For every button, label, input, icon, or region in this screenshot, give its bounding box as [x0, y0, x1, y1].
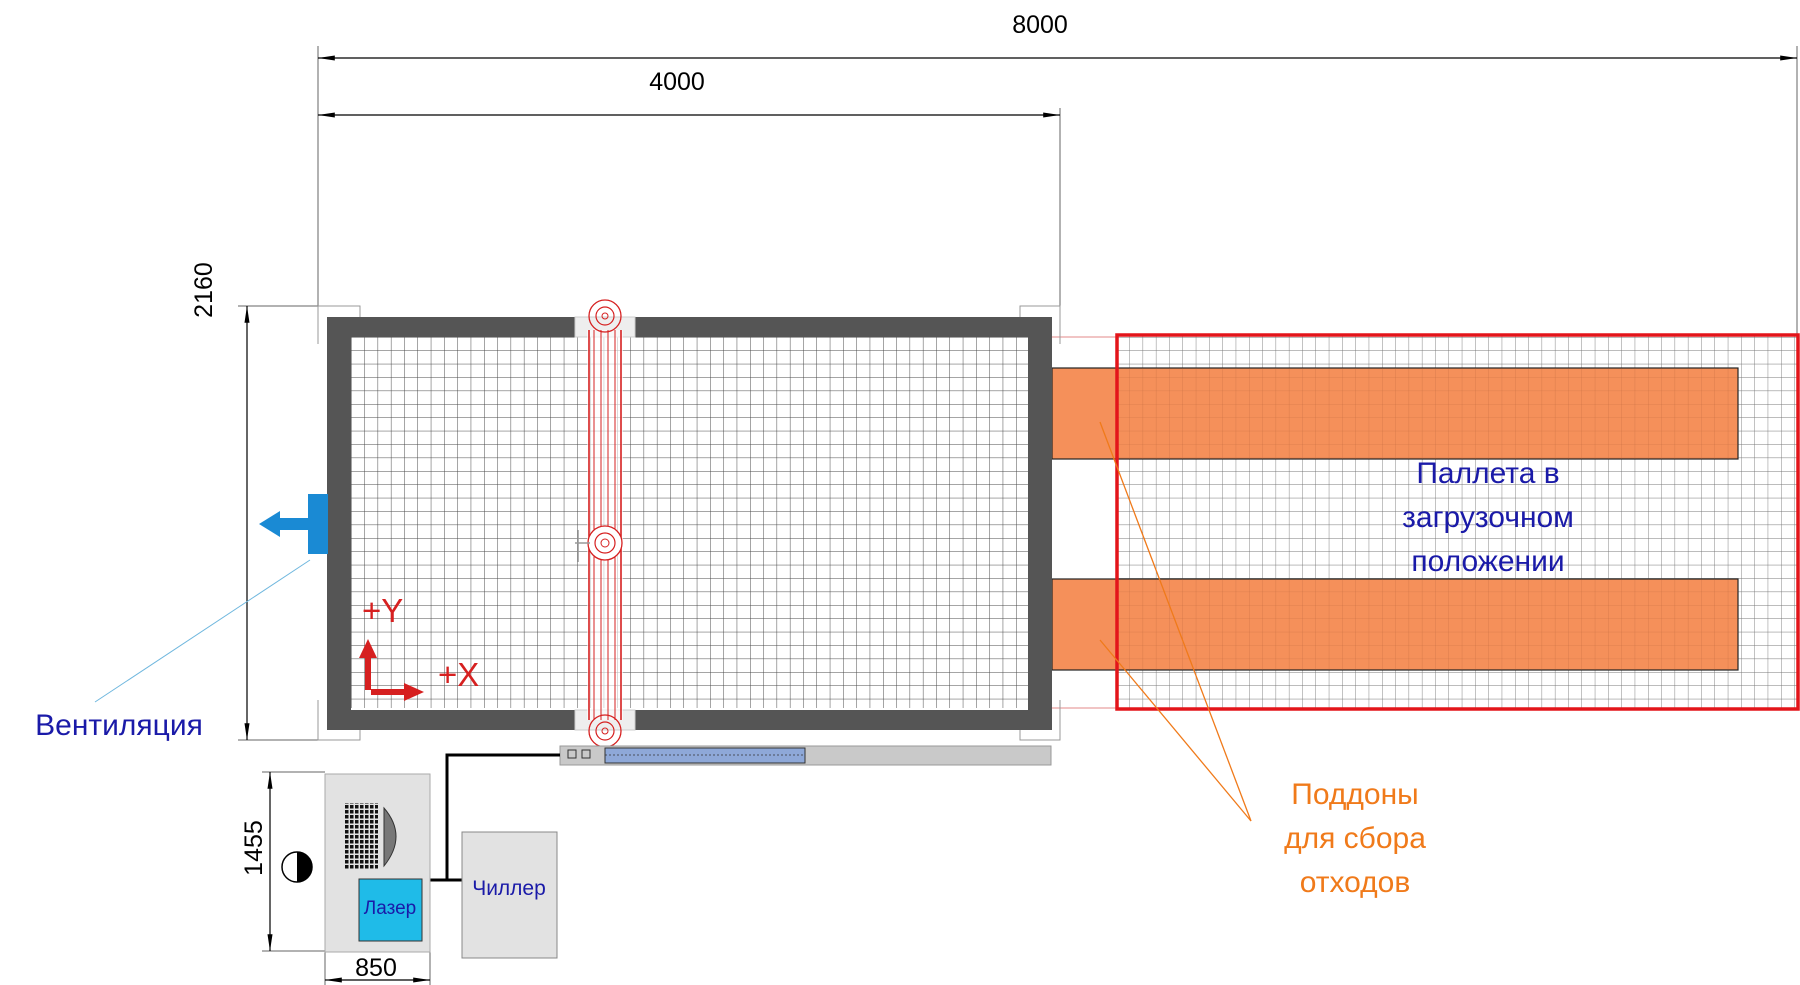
laser-fan [383, 806, 397, 868]
cable-track [559, 745, 1052, 766]
trays-leaders [1099, 421, 1252, 822]
dimension-1455: 1455 [240, 771, 325, 952]
waste-trays [1051, 367, 1739, 671]
dimension-850-label: 850 [355, 954, 397, 982]
frame-bottom [327, 710, 1052, 730]
dimension-4000: 4000 [318, 68, 1061, 320]
pallet-label-line-3: положении [1411, 545, 1564, 578]
ventilation-leader [94, 559, 311, 703]
dimension-2160: 2160 [190, 262, 325, 741]
frame-top [327, 317, 1052, 337]
pallet-label-line-2: загрузочном [1402, 501, 1574, 534]
pallet-label: Паллета в загрузочном положении [1402, 457, 1574, 578]
dimension-1455-label: 1455 [240, 820, 268, 876]
laser-screen [358, 878, 423, 942]
dimension-8000: 8000 [317, 11, 1798, 336]
axis-indicator: +Y +X [359, 592, 479, 701]
dimension-850: 850 [324, 945, 431, 985]
dimension-2160-label: 2160 [190, 262, 218, 318]
laser-vent-grille [344, 803, 378, 870]
ventilation-outlet [259, 494, 328, 554]
pallet-border [1115, 333, 1800, 711]
axis-x-label: +X [438, 656, 479, 693]
laser-source: Лазер [324, 773, 431, 953]
frame-right [1028, 337, 1052, 710]
ventilation-label: Вентиляция [35, 709, 203, 742]
ventilation-arrow [276, 518, 308, 530]
dimension-4000-label: 4000 [649, 68, 705, 96]
trays-label-line-1: Поддоны [1291, 778, 1418, 811]
dimension-8000-label: 8000 [1012, 11, 1068, 39]
trays-label: Поддоны для сбора отходов [1284, 778, 1426, 899]
laser-label: Лазер [364, 898, 416, 919]
laser-symbol-icon [281, 851, 313, 883]
cutting-table [317, 305, 1061, 741]
gantry [574, 299, 636, 748]
axis-y-label: +Y [362, 592, 403, 629]
trays-label-line-3: отходов [1300, 866, 1411, 899]
chiller: Чиллер [461, 831, 558, 959]
cutting-head [575, 525, 623, 562]
frame-left [327, 337, 351, 710]
pallet-label-line-1: Паллета в [1416, 457, 1559, 490]
trays-label-line-2: для сбора [1284, 822, 1426, 855]
chiller-label: Чиллер [472, 877, 546, 900]
